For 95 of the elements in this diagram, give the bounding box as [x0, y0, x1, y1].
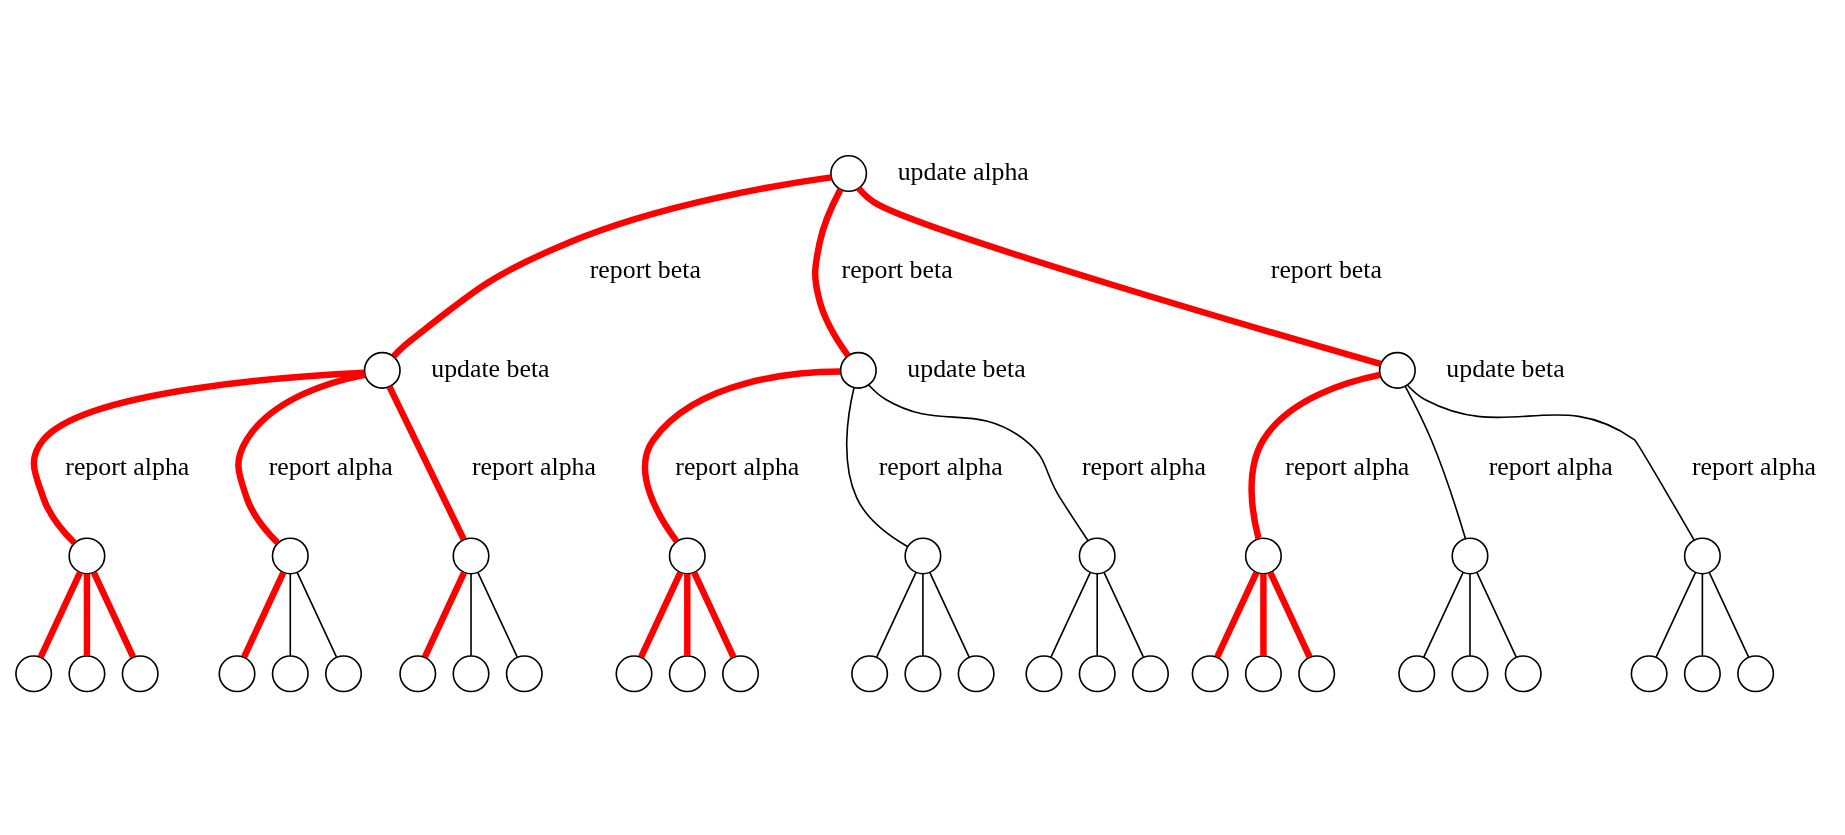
node-circle: [615, 654, 653, 692]
label: report alpha: [268, 451, 393, 481]
connector: [30, 369, 365, 545]
label: report beta: [1270, 254, 1382, 284]
connector: [638, 570, 684, 658]
node-circle: [957, 654, 995, 692]
label: report alpha: [1692, 451, 1817, 481]
node-circle: [904, 654, 942, 692]
connector: [845, 386, 909, 547]
node-circle: [1504, 654, 1542, 692]
node-circle: [325, 654, 363, 692]
node-circle: [1378, 351, 1416, 389]
node-circle: [1630, 654, 1668, 692]
connector: [1214, 570, 1260, 658]
connector: [470, 572, 472, 657]
connector: [691, 570, 737, 658]
node-label: update beta: [1446, 353, 1565, 383]
connector: [1248, 371, 1381, 539]
connector: [1103, 571, 1145, 658]
node-circle: [1451, 536, 1489, 575]
node-circle: [271, 654, 309, 692]
node-circle: [722, 654, 760, 692]
node-circle: [1244, 536, 1282, 575]
connector: [875, 571, 917, 658]
label: report beta: [589, 254, 701, 284]
node-circle: [271, 536, 309, 575]
node-circle: [452, 654, 490, 692]
connector: [1655, 571, 1697, 658]
node-circle: [363, 351, 401, 389]
node-circle: [1191, 654, 1229, 692]
connector: [83, 573, 91, 656]
node-circle: [830, 154, 868, 192]
connector: [1708, 571, 1750, 658]
node-circle: [1737, 654, 1775, 692]
connector: [296, 571, 338, 658]
connector: [811, 187, 851, 358]
connector: [1423, 571, 1464, 658]
connector: [868, 383, 1089, 541]
connector: [1469, 572, 1471, 657]
connector: [684, 573, 691, 656]
node-circle: [452, 536, 490, 575]
label: report alpha: [1082, 451, 1206, 481]
connector: [386, 385, 467, 541]
label: report beta: [841, 254, 953, 284]
label: report alpha: [1488, 451, 1613, 481]
connector: [929, 571, 970, 658]
connector: [1407, 384, 1695, 541]
node-label: update beta: [907, 353, 1026, 383]
label: report alpha: [675, 451, 800, 481]
label: report alpha: [471, 451, 596, 481]
node-circle: [668, 654, 706, 692]
node-circle: [851, 654, 889, 692]
node-circle: [1451, 654, 1489, 692]
node-circle: [505, 654, 543, 692]
label: report alpha: [1285, 451, 1410, 481]
connector: [1404, 385, 1467, 539]
label: report alpha: [878, 451, 1003, 481]
connector: [922, 572, 924, 657]
connector: [1267, 570, 1313, 658]
connector: [421, 570, 467, 658]
node-circle: [1078, 536, 1116, 575]
node-circle: [1025, 654, 1063, 692]
label: report alpha: [65, 451, 190, 481]
connector: [641, 367, 841, 543]
node-circle: [904, 536, 942, 575]
node-label: update beta: [431, 353, 550, 383]
connector: [1096, 572, 1098, 657]
node-circle: [1298, 654, 1336, 692]
node-circle: [1683, 536, 1721, 575]
connector: [289, 572, 292, 657]
node-circle: [1078, 654, 1116, 692]
node-circle: [1398, 654, 1436, 692]
connector: [1260, 573, 1267, 656]
connector: [391, 173, 832, 359]
node-circle: [1683, 654, 1721, 692]
connector: [37, 570, 83, 658]
node-circle: [1244, 654, 1282, 692]
node-circle: [839, 351, 877, 389]
node-circle: [15, 654, 53, 692]
connector: [90, 570, 136, 658]
node-label: update alpha: [897, 156, 1029, 186]
connector: [1701, 572, 1704, 657]
connector: [1050, 571, 1092, 658]
node-circle: [218, 654, 256, 692]
node-circle: [1131, 654, 1169, 692]
connector: [241, 570, 287, 658]
connector: [856, 185, 1382, 367]
connector: [1476, 571, 1517, 658]
node-circle: [668, 536, 706, 575]
node-circle: [68, 654, 106, 692]
connector: [235, 371, 366, 545]
connector: [477, 571, 518, 658]
node-circle: [399, 654, 437, 692]
node-circle: [121, 654, 159, 692]
node-circle: [68, 536, 106, 575]
